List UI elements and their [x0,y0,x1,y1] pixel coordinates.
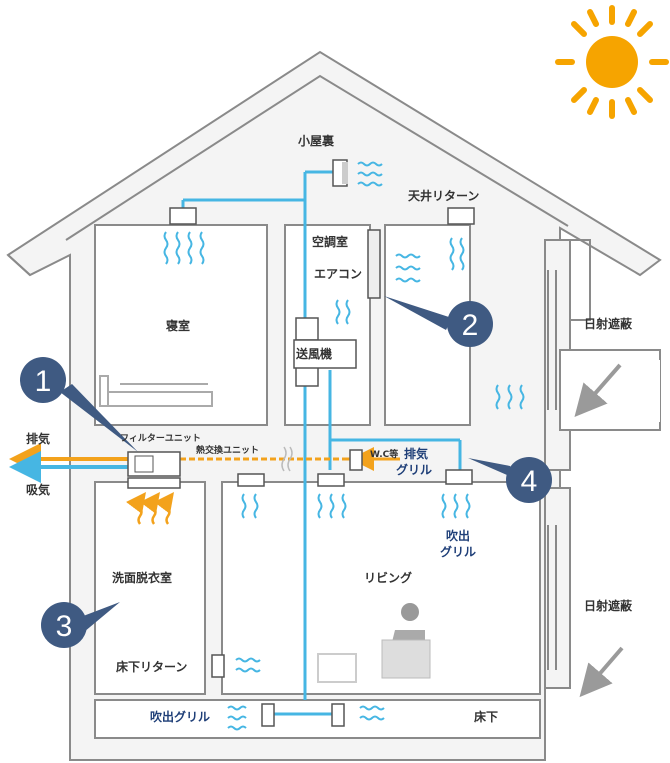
label-filter-unit: フィルターユニット [120,432,201,444]
living-grille-3 [445,469,473,485]
label-ceiling-return: 天井リターン [408,188,479,203]
badge-2-number: 2 [462,309,479,342]
living-grille-2 [317,473,345,487]
label-exhaust-grille-2: グリル [396,462,432,477]
label-heat-exchange-unit: 熱交換ユニット [196,444,259,456]
label-underfloor: 床下 [474,709,498,724]
label-blower: 送風機 [295,346,332,361]
attic-grille [332,159,348,187]
label-shade-lower: 日射遮蔽 [584,598,633,613]
underfloor-return-grille [211,654,225,678]
living-room [221,481,541,695]
label-bedroom: 寝室 [166,318,190,333]
label-underfloor-return: 床下リターン [116,659,187,674]
supply-duct [181,170,462,716]
wc-exhaust-grille [349,449,363,471]
badge-2: 2 [447,301,493,347]
aircon-unit [367,229,381,299]
label-ac-room: 空調室 [312,234,348,249]
badge-1-number: 1 [35,365,52,398]
right-canopy-upper [544,239,661,471]
label-living: リビング [364,570,412,585]
label-supply-grille-1: 吹出 [446,528,470,543]
label-exhaust-grille-1: 排気 [404,446,428,461]
badge-4-number: 4 [521,465,538,498]
blower-box [293,339,357,369]
bed-icon [99,375,213,407]
label-supply-grille-under: 吹出グリル [150,709,210,724]
shade-arrow-lower [579,646,624,698]
washroom-room [94,481,206,695]
washroom-grille [127,477,181,489]
filter-unit-box [127,451,181,477]
airflow-waves [163,161,525,731]
washroom-orange-arrows [126,491,174,525]
underfloor-grille-right [331,703,345,727]
ceiling-return-grille [447,207,475,225]
living-grille-1 [237,473,265,487]
badge-3: 3 [41,602,87,648]
badge-4: 4 [506,457,552,503]
right-canopy-lower [544,487,571,689]
label-intake: 吸気 [26,482,50,497]
person-chair-icon [317,603,431,683]
label-washroom: 洗面脱衣室 [112,570,172,585]
badge-3-number: 3 [56,610,73,643]
bedroom-supply-grille [169,207,197,225]
underfloor-grille-left [261,703,275,727]
label-supply-grille-2: グリル [440,544,476,559]
sun-icon [555,5,669,119]
label-attic: 小屋裏 [298,133,335,148]
badge-connectors [60,296,514,632]
underfloor-space [94,699,541,739]
label-aircon: エアコン [314,267,362,281]
label-exhaust: 排気 [26,431,50,446]
blower-unit-upper [295,317,319,341]
badge-1: 1 [20,357,66,403]
label-wc-etc: W.C等 [370,448,398,460]
label-shade-upper: 日射遮蔽 [584,316,633,331]
shade-arrow-upper [574,363,622,418]
